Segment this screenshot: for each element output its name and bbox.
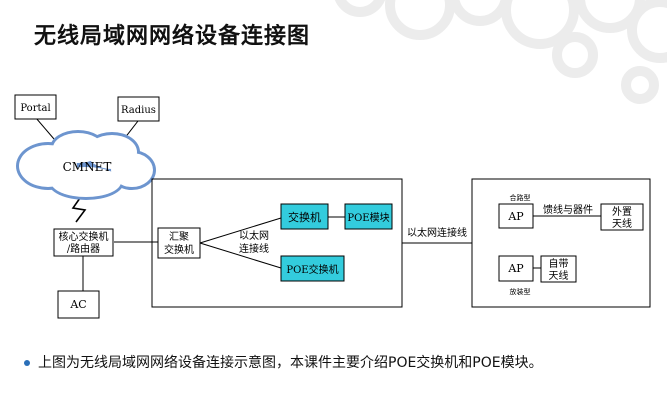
builtin-antenna-label-line1: 自带 xyxy=(549,257,569,270)
ethernet-link-label: 以太网连接线 xyxy=(407,226,467,239)
core-switch-router-box xyxy=(53,228,114,257)
switch-label: 交换机 xyxy=(288,210,321,224)
external-antenna-label-line2: 天线 xyxy=(612,217,632,230)
ap-top-label: AP xyxy=(507,210,524,223)
bullet-dot-icon xyxy=(24,360,30,366)
aggregation-switch-box xyxy=(157,227,201,259)
core-switch-label-line1: 核心交换机 xyxy=(59,230,109,243)
description-text: 上图为无线局域网网络设备连接示意图，本课件主要介绍POE交换机和POE模块。 xyxy=(38,355,543,371)
builtin-antenna-box xyxy=(540,255,577,283)
aggregation-to-poe-switch-line xyxy=(199,242,282,269)
ap-bottom-label: AP xyxy=(507,262,524,275)
ac-box xyxy=(57,290,100,319)
access-layer-frame xyxy=(151,178,403,308)
builtin-antenna-label-line2: 天线 xyxy=(549,269,569,282)
aggregation-to-switch-line xyxy=(199,217,282,244)
ap-bottom-box xyxy=(498,255,534,282)
portal-box xyxy=(14,94,57,120)
ethernet-cable-label-line2: 连接线 xyxy=(239,242,269,255)
poe-module-label: POE模块 xyxy=(347,212,389,224)
portal-label: Portal xyxy=(20,103,50,114)
external-antenna-label-line1: 外置 xyxy=(612,206,632,218)
external-antenna-box xyxy=(600,203,644,231)
poe-switch-label: POE交换机 xyxy=(286,263,338,276)
core-switch-label-line2: /路由器 xyxy=(67,242,100,255)
portal-to-cloud-line xyxy=(35,117,55,140)
aggregation-switch-label-line2: 交换机 xyxy=(164,243,194,256)
description-bullet: 上图为无线局域网网络设备连接示意图，本课件主要介绍POE交换机和POE模块。 xyxy=(24,352,638,374)
feeder-components-label: 馈线与器件 xyxy=(543,203,593,216)
radius-box xyxy=(117,96,160,122)
slide-title: 无线局域网网络设备连接图 xyxy=(34,24,311,49)
ap-frame xyxy=(471,178,651,308)
combined-type-label: 合路型 xyxy=(510,193,531,202)
ac-label: AC xyxy=(69,298,86,311)
ap-top-box xyxy=(498,203,534,229)
aggregation-switch-label-line1: 汇聚 xyxy=(169,230,189,243)
wireless-link-icon xyxy=(71,197,87,223)
cmnet-label: CMNET xyxy=(63,160,112,174)
radius-label: Radius xyxy=(121,105,156,116)
standalone-type-label: 放装型 xyxy=(510,287,531,296)
poe-switch-box xyxy=(280,255,345,282)
ethernet-cable-label-line1: 以太网 xyxy=(239,229,269,242)
switch-box xyxy=(280,203,329,230)
cmnet-cloud xyxy=(16,130,156,200)
poe-module-box xyxy=(344,203,393,230)
